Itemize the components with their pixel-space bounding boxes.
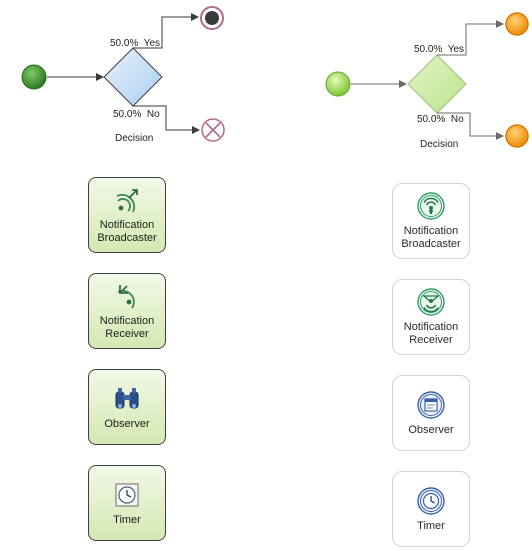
receive-signal-icon — [117, 285, 135, 309]
notification-receiver-tile[interactable]: Notification Receiver — [392, 279, 470, 355]
tile-label-line-1: Notification — [403, 225, 459, 237]
tile-label-line-2: Broadcaster — [97, 232, 157, 244]
start-event[interactable] — [325, 71, 351, 97]
decision-label: Decision — [420, 139, 458, 150]
decision-label: Decision — [115, 133, 153, 144]
tile-label-line-1: Notification — [99, 315, 155, 327]
timer-tile[interactable]: Timer — [392, 471, 470, 547]
tile-label-line-2: Receiver — [409, 334, 453, 346]
observer-tile[interactable]: Observer — [88, 369, 166, 445]
end-event-terminate[interactable] — [200, 6, 224, 30]
receive-event-icon — [417, 288, 445, 316]
notification-receiver-tile[interactable]: Notification Receiver — [88, 273, 166, 349]
sequence-flow-no[interactable] — [437, 112, 504, 140]
decision-gateway[interactable] — [103, 47, 163, 107]
start-event[interactable] — [21, 64, 47, 90]
tile-label-line-1: Timer — [417, 519, 445, 532]
tile-label-line-1: Observer — [104, 417, 150, 430]
tile-label-line-1: Observer — [408, 423, 454, 436]
decision-gateway[interactable] — [407, 54, 467, 114]
observer-event-icon — [417, 390, 445, 419]
sequence-flow-yes[interactable] — [437, 20, 504, 56]
broadcast-event-icon — [417, 192, 445, 220]
right-diagram: 50.0% Yes 50.0% No Decision — [325, 12, 529, 150]
tile-label-line-2: Receiver — [105, 328, 149, 340]
tile-label-line-1: Timer — [113, 513, 141, 526]
observer-tile[interactable]: Observer — [392, 375, 470, 451]
left-diagram: 50.0% Yes 50.0% No Decision — [21, 6, 225, 144]
notification-broadcaster-tile[interactable]: Notification Broadcaster — [88, 177, 166, 253]
timer-event-icon — [417, 486, 445, 515]
sequence-flow-no[interactable] — [133, 105, 200, 134]
yes-branch-label: 50.0% Yes — [414, 44, 464, 55]
sequence-flow-yes[interactable] — [133, 13, 199, 49]
notification-broadcaster-tile[interactable]: Notification Broadcaster — [392, 183, 470, 259]
tile-label-line-1: Notification — [99, 219, 155, 231]
binoculars-icon — [115, 387, 139, 408]
broadcast-signal-icon — [116, 189, 138, 213]
end-event-bottom[interactable] — [505, 124, 529, 148]
timer-tile[interactable]: Timer — [88, 465, 166, 541]
yes-branch-label: 50.0% Yes — [110, 38, 160, 49]
tile-label-line-1: Notification — [403, 321, 459, 333]
no-branch-label: 50.0% No — [417, 114, 464, 125]
tile-label-line-2: Broadcaster — [401, 238, 461, 250]
end-event-top[interactable] — [505, 12, 529, 36]
clock-icon — [115, 483, 139, 506]
end-event-cancel[interactable] — [201, 118, 225, 142]
no-branch-label: 50.0% No — [113, 109, 160, 120]
